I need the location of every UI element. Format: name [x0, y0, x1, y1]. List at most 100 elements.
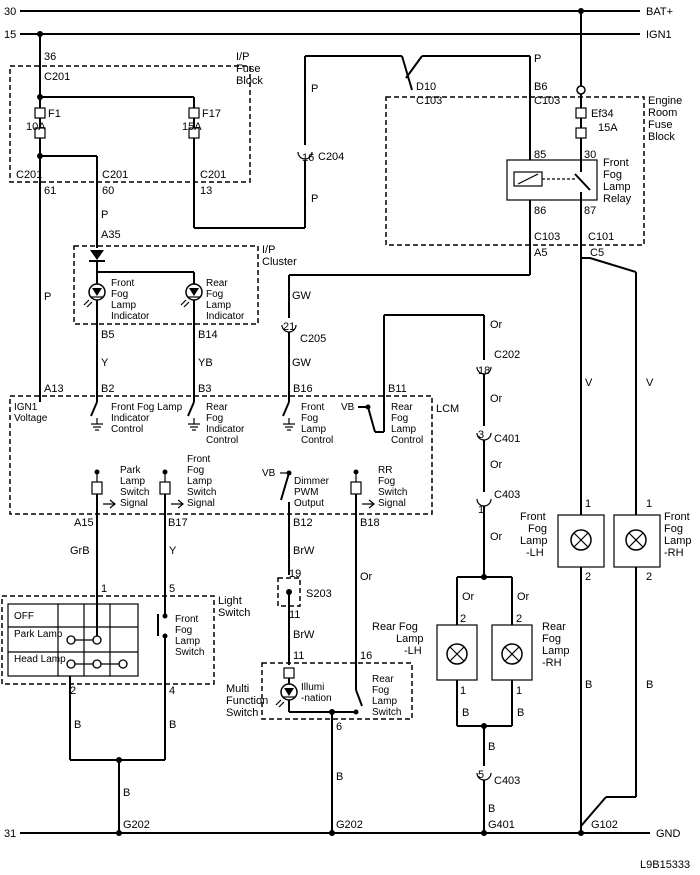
- rr-fog-switch-input-icon: [350, 469, 362, 690]
- mf-pin-16: 16: [360, 650, 372, 662]
- front-lh-label-3: Lamp: [520, 535, 548, 547]
- light-switch-label-2: Switch: [218, 607, 250, 619]
- rear-ind-ctrl-3: Indicator: [206, 424, 245, 435]
- er-p-label: P: [534, 53, 541, 65]
- rear-rh-pin1: 1: [516, 685, 522, 697]
- pin-19-label: 19: [289, 568, 301, 580]
- d10-label: D10: [416, 81, 436, 93]
- front-b-right: B: [646, 679, 653, 691]
- mf-pin-11: 11: [293, 650, 304, 662]
- park-contact-icon: [66, 635, 102, 645]
- front-rh-label-3: Lamp: [664, 535, 692, 547]
- engine-room-label-3: Fuse: [648, 119, 672, 131]
- rear-fog-indicator-icon: [180, 283, 203, 308]
- front-fog-control-switch-icon: [282, 401, 295, 431]
- park-label-1: Park: [120, 465, 142, 476]
- rear-ctrl-4: Control: [391, 435, 423, 446]
- front-switch-input-icon: [159, 469, 171, 520]
- b14-label: B14: [198, 329, 218, 341]
- c403-bottom-pin: 5: [478, 769, 484, 781]
- rr-signal-arrow-icon: [362, 499, 375, 509]
- pin-86-label: 86: [534, 205, 546, 217]
- front-ind-ctrl-2: Indicator: [111, 413, 150, 424]
- c401-pin-label: 3: [478, 429, 484, 441]
- mf-pin-6: 6: [336, 721, 342, 733]
- switch-row-head: Head Lamp: [14, 654, 66, 665]
- front-sw-4: Switch: [187, 487, 216, 498]
- front-ind-label-4: Indicator: [111, 311, 150, 322]
- front-lh-pin2: 2: [585, 571, 591, 583]
- front-lh-label-1: Front: [520, 511, 546, 523]
- mf-label-3: Switch: [226, 707, 258, 719]
- grb-wire-label: GrB: [70, 545, 90, 557]
- light-switch-outline: [1, 595, 215, 685]
- front-rh-pin1: 1: [646, 498, 652, 510]
- front-ind-label-2: Fog: [111, 289, 128, 300]
- front-rh-label-1: Front: [664, 511, 690, 523]
- front-ctrl-1: Front: [301, 402, 325, 413]
- rr-sw-2: Fog: [378, 476, 395, 487]
- f1-label: F1: [48, 108, 61, 120]
- rear-rh-label-4: -RH: [542, 657, 562, 669]
- ls-front-sw-3: Lamp: [175, 636, 200, 647]
- front-fog-lamp-switch-icon[interactable]: [157, 600, 168, 684]
- ls-front-sw-4: Switch: [175, 647, 204, 658]
- pin-60-label: 60: [102, 185, 114, 197]
- ls-b-left: B: [74, 719, 81, 731]
- g401-label: G401: [488, 819, 515, 831]
- rr-sw-3: Switch: [378, 487, 407, 498]
- ls-b-right: B: [169, 719, 176, 731]
- head-contact-icon: [66, 659, 128, 669]
- b17-label: B17: [168, 517, 188, 529]
- c205-label: C205: [300, 333, 326, 345]
- front-lh-label-4: -LH: [526, 547, 544, 559]
- ip-fuse-block-label-3: Block: [236, 75, 263, 87]
- rail-15-label: 15: [4, 29, 16, 41]
- multi-function-switch-outline: [261, 662, 413, 720]
- ip-fuse-block-outline: [9, 65, 251, 183]
- c5-label: C5: [590, 247, 604, 259]
- c204-p-lower: P: [311, 193, 318, 205]
- engine-room-label-1: Engine: [648, 95, 682, 107]
- mf-label-1: Multi: [226, 683, 249, 695]
- v-left-label: V: [585, 377, 593, 389]
- rear-fog-control-switch-icon: [358, 402, 385, 433]
- pin-30-label: 30: [584, 149, 596, 161]
- front-sw-3: Lamp: [187, 476, 212, 487]
- mf-b-label: B: [336, 771, 343, 783]
- relay-label-4: Relay: [603, 193, 632, 205]
- b11-label: B11: [388, 383, 407, 395]
- park-signal-arrow-icon: [103, 499, 116, 509]
- c204-connector-icon: [297, 151, 313, 160]
- c403-pin-label: 1: [478, 504, 484, 516]
- g102-label: G102: [591, 819, 618, 831]
- dimmer-1: Dimmer: [294, 476, 330, 487]
- rear-b-right: B: [517, 707, 524, 719]
- rr-sw-4: Signal: [378, 498, 406, 509]
- pin-61-label: 61: [44, 185, 56, 197]
- engine-room-fuse-block-outline: [385, 96, 645, 246]
- front-lh-pin1: 1: [585, 498, 591, 510]
- g401-ground-dot: [481, 830, 487, 836]
- pin-13-label: 13: [200, 185, 212, 197]
- ip-fuse-block-label-2: Fuse: [236, 63, 260, 75]
- rear-rh-pin2: 2: [516, 613, 522, 625]
- mf-rear-sw-2: Fog: [372, 685, 389, 696]
- illum-label-1: Illumi: [301, 682, 324, 693]
- rear-rh-label-2: Fog: [542, 633, 561, 645]
- ip-fuse-block-label-1: I/P: [236, 51, 249, 63]
- ef34-label: Ef34: [591, 108, 614, 120]
- ls-front-sw-1: Front: [175, 614, 199, 625]
- c103-b-label: C103: [534, 95, 560, 107]
- c202-or-lower: Or: [490, 393, 503, 405]
- mf-rear-sw-4: Switch: [372, 707, 401, 718]
- rear-ind-ctrl-1: Rear: [206, 402, 228, 413]
- g202a-b-label: B: [123, 787, 130, 799]
- rear-rh-label-3: Lamp: [542, 645, 570, 657]
- rear-fog-lamp-switch-icon[interactable]: [332, 689, 363, 715]
- front-lh-label-2: Fog: [528, 523, 547, 535]
- y-wire-lower-label: Y: [169, 545, 177, 557]
- rear-ind-label-3: Lamp: [206, 300, 231, 311]
- g102-ground-dot: [578, 830, 584, 836]
- a35-label: A35: [101, 229, 121, 241]
